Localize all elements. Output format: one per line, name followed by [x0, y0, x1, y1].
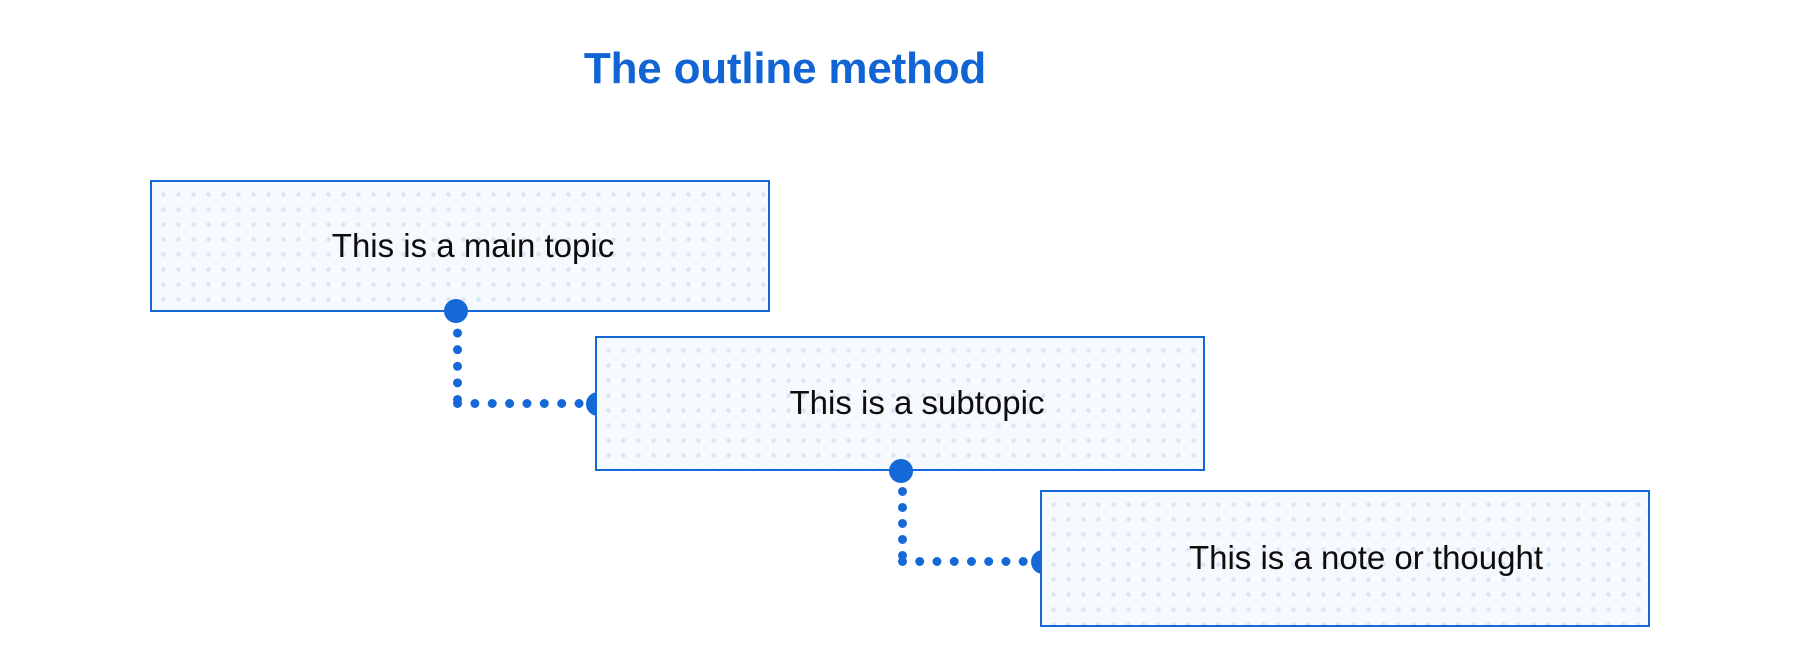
connector-2-source-anchor-dot[interactable]: [889, 459, 913, 483]
node-main-topic-label: This is a main topic: [331, 226, 615, 264]
connector-1-horizontal-segment: [453, 399, 601, 408]
node-subtopic-label: This is a subtopic: [789, 384, 1045, 422]
node-subtopic[interactable]: This is a subtopic: [595, 336, 1205, 471]
connector-2-vertical-segment: [898, 471, 907, 560]
page-title: The outline method: [583, 44, 987, 93]
connector-1-source-anchor-dot[interactable]: [444, 299, 468, 323]
connector-2-horizontal-segment: [898, 557, 1045, 566]
node-note-or-thought-label: This is a note or thought: [1188, 539, 1544, 577]
node-note-or-thought[interactable]: This is a note or thought: [1040, 490, 1650, 627]
connector-1-vertical-segment: [453, 312, 462, 404]
node-main-topic[interactable]: This is a main topic: [150, 180, 770, 312]
